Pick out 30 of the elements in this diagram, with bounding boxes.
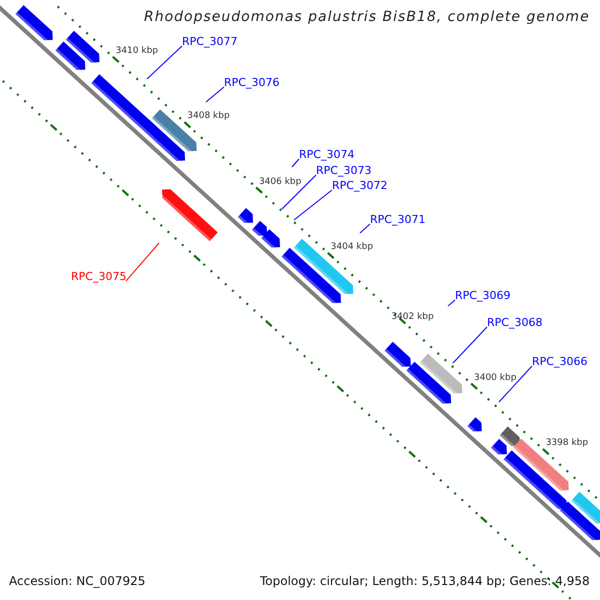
genome-title: Rhodopseudomonas palustris BisB18, complete genome: [144, 10, 590, 24]
gene-label: RPC_3075: [71, 271, 126, 282]
gene-label: RPC_3076: [224, 77, 280, 88]
gene-label: RPC_3066: [532, 356, 588, 367]
leader-line: [452, 326, 488, 364]
leader-line: [294, 190, 332, 220]
scale-label: 3406 kbp: [258, 178, 302, 187]
gene-label: RPC_3071: [370, 214, 426, 225]
leader-line: [282, 174, 316, 210]
gene-label: RPC_3073: [316, 165, 372, 176]
leader-line: [126, 242, 160, 282]
leader-line: [360, 224, 370, 234]
gene-label: RPC_3074: [299, 149, 354, 160]
genome-stats-note: Topology: circular; Length: 5,513,844 bp; Genes: 4,958: [260, 575, 590, 587]
scale-label: 3408 kbp: [187, 112, 230, 122]
gene-label: RPC_3072: [332, 180, 388, 191]
scale-label: 3398 kbp: [546, 439, 588, 448]
gene-label: RPC_3069: [455, 290, 510, 301]
scale-label: 3402 kbp: [391, 312, 434, 322]
gene-label: RPC_3077: [182, 36, 238, 47]
leader-line: [292, 158, 300, 168]
leader-line: [206, 86, 224, 102]
scale-label: 3400 kbp: [474, 374, 516, 383]
leader-line: [146, 46, 182, 80]
scale-label: 3404 kbp: [330, 243, 374, 252]
leader-line: [448, 300, 456, 306]
accession-note: Accession: NC_007925: [9, 575, 146, 587]
scale-label: 3410 kbp: [116, 47, 158, 56]
gene-label: RPC_3068: [487, 317, 542, 328]
leader-line: [498, 366, 532, 402]
